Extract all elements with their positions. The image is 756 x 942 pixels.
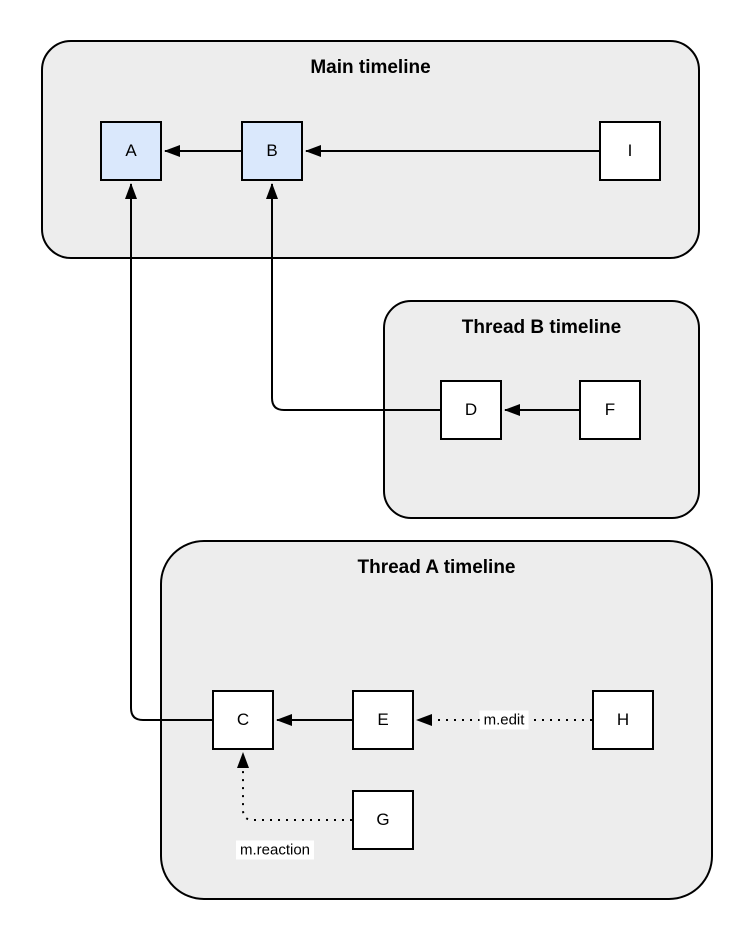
main-timeline-title: Main timeline <box>310 57 431 78</box>
node-c-label: C <box>236 710 250 729</box>
node-h-label: H <box>616 710 630 729</box>
edge-label-m-edit: m.edit <box>479 710 529 730</box>
node-e-label: E <box>377 710 389 729</box>
node-c: C <box>212 690 274 750</box>
node-a: A <box>100 121 162 181</box>
node-a-label: A <box>125 141 137 160</box>
node-b: B <box>241 121 303 181</box>
node-e: E <box>352 690 414 750</box>
node-f-label: F <box>604 400 616 419</box>
node-h: H <box>592 690 654 750</box>
edge-label-m-reaction: m.reaction <box>235 840 315 860</box>
node-g: G <box>352 790 414 850</box>
thread-b-timeline-title: Thread B timeline <box>461 317 622 338</box>
node-d-label: D <box>464 400 478 419</box>
node-f: F <box>579 380 641 440</box>
node-i: I <box>599 121 661 181</box>
node-b-label: B <box>266 141 278 160</box>
container-thread-b-timeline: Thread B timeline <box>383 300 700 519</box>
node-g-label: G <box>376 810 390 829</box>
node-i-label: I <box>627 141 633 160</box>
node-d: D <box>440 380 502 440</box>
thread-a-timeline-title: Thread A timeline <box>357 557 516 578</box>
